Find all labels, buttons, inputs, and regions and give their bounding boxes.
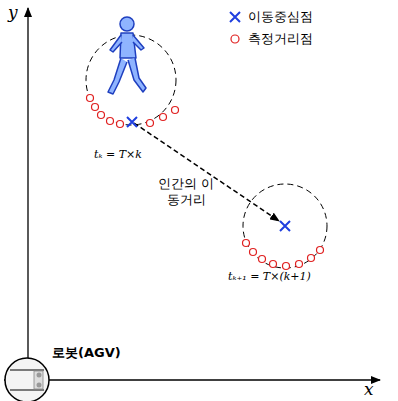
x-axis — [4, 379, 380, 380]
human-figure — [108, 17, 146, 94]
legend-text: 측정거리점 — [248, 30, 313, 48]
robot-label: 로봇(AGV) — [52, 344, 121, 362]
legend-samples — [230, 12, 240, 43]
measurement-points — [87, 95, 324, 270]
motion-label: 인간의 이동거리 — [155, 176, 217, 209]
axis-label: y — [8, 2, 18, 22]
legend-text: 이동중심점 — [248, 8, 313, 26]
time-label: tₖ = T×k — [94, 148, 142, 161]
axis-label: x — [364, 379, 374, 399]
y-axis — [27, 8, 28, 395]
range-circle — [243, 184, 327, 268]
center-marks — [127, 117, 290, 231]
robot-agv — [5, 358, 49, 401]
time-label: tₖ₊₁ = T×(k+1) — [228, 270, 311, 283]
motion-arrow — [134, 123, 279, 221]
